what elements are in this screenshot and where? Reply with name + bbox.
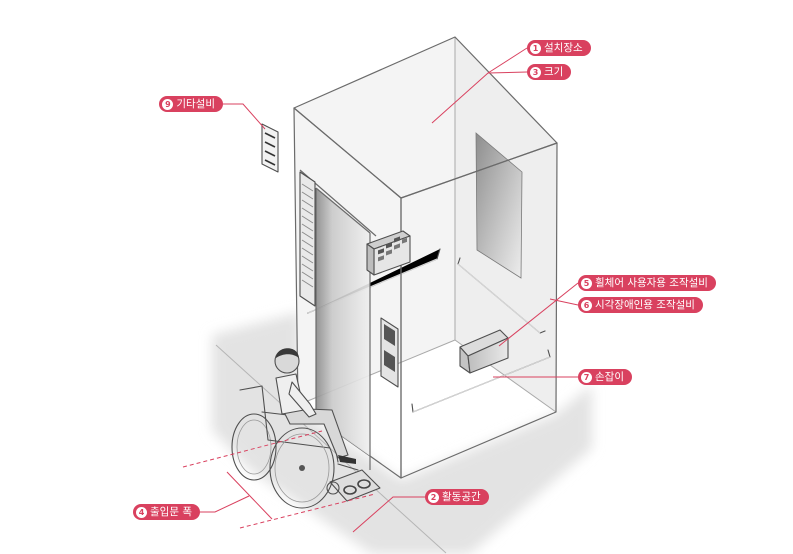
label-number: 9 [162, 98, 174, 110]
door-header [315, 187, 371, 234]
doorway-opening [316, 188, 370, 456]
person-shoes [338, 455, 356, 464]
handrail-front [411, 349, 551, 413]
wheelchair-caster [326, 481, 340, 495]
label-other-facilities: 9 기타설비 [159, 96, 223, 112]
label-number: 1 [530, 42, 541, 54]
car-operating-panel [366, 230, 411, 276]
wheelchair-footrest [337, 463, 359, 471]
label-text: 손잡이 [595, 371, 624, 383]
wheelchair-rear-wheel [231, 413, 277, 481]
label-number: 4 [136, 506, 148, 518]
wheelchair-user [231, 348, 359, 509]
label-text: 활동공간 [442, 491, 481, 503]
leader-door-width [200, 495, 250, 513]
tactile-floor-pad [329, 469, 381, 502]
wheelchair-main-wheel [269, 427, 335, 509]
wall-equipment-box [261, 123, 279, 173]
leader-other-facilities [223, 103, 266, 130]
label-size: 3 크기 [527, 64, 572, 80]
sidewalk-edge [215, 344, 447, 554]
label-text: 휠체어 사용자용 조작설비 [595, 277, 708, 289]
mirror [475, 132, 523, 279]
leader-size [487, 71, 528, 74]
label-text: 설치장소 [544, 42, 583, 54]
hall-call-panel [380, 317, 399, 388]
label-text: 시각장애인용 조작설비 [595, 299, 695, 311]
label-number: 7 [581, 371, 592, 383]
label-text: 기타설비 [176, 98, 215, 110]
ground-shadow [212, 312, 592, 554]
door-signage-strip [299, 171, 316, 307]
leader-activity-space [352, 496, 425, 533]
label-text: 출입문 폭 [150, 506, 192, 518]
leader-wheelchair-controls [498, 282, 579, 347]
label-number: 6 [581, 299, 592, 311]
label-number: 2 [428, 491, 439, 503]
label-installation-location: 1 설치장소 [527, 40, 591, 56]
label-text: 크기 [544, 66, 564, 78]
label-number: 5 [581, 277, 592, 289]
door-width-line-top [182, 430, 323, 468]
leader-visually-impaired-controls [549, 298, 579, 306]
label-number: 3 [530, 66, 541, 78]
label-wheelchair-controls: 5 휠체어 사용자용 조작설비 [578, 275, 716, 291]
wheelchair-control-panel [459, 329, 509, 374]
label-handrail: 7 손잡이 [578, 369, 632, 385]
handrail-right-wall [457, 257, 546, 334]
person-legs [281, 407, 349, 459]
label-activity-space: 2 활동공간 [425, 489, 489, 505]
label-door-width: 4 출입문 폭 [133, 504, 200, 520]
person-hair [276, 348, 299, 358]
person-arm [288, 381, 317, 418]
door-width-dimension [226, 471, 273, 520]
left-face [293, 107, 402, 479]
label-visually-impaired-controls: 6 시각장애인용 조작설비 [578, 297, 703, 313]
door-width-line-bottom [239, 493, 376, 529]
